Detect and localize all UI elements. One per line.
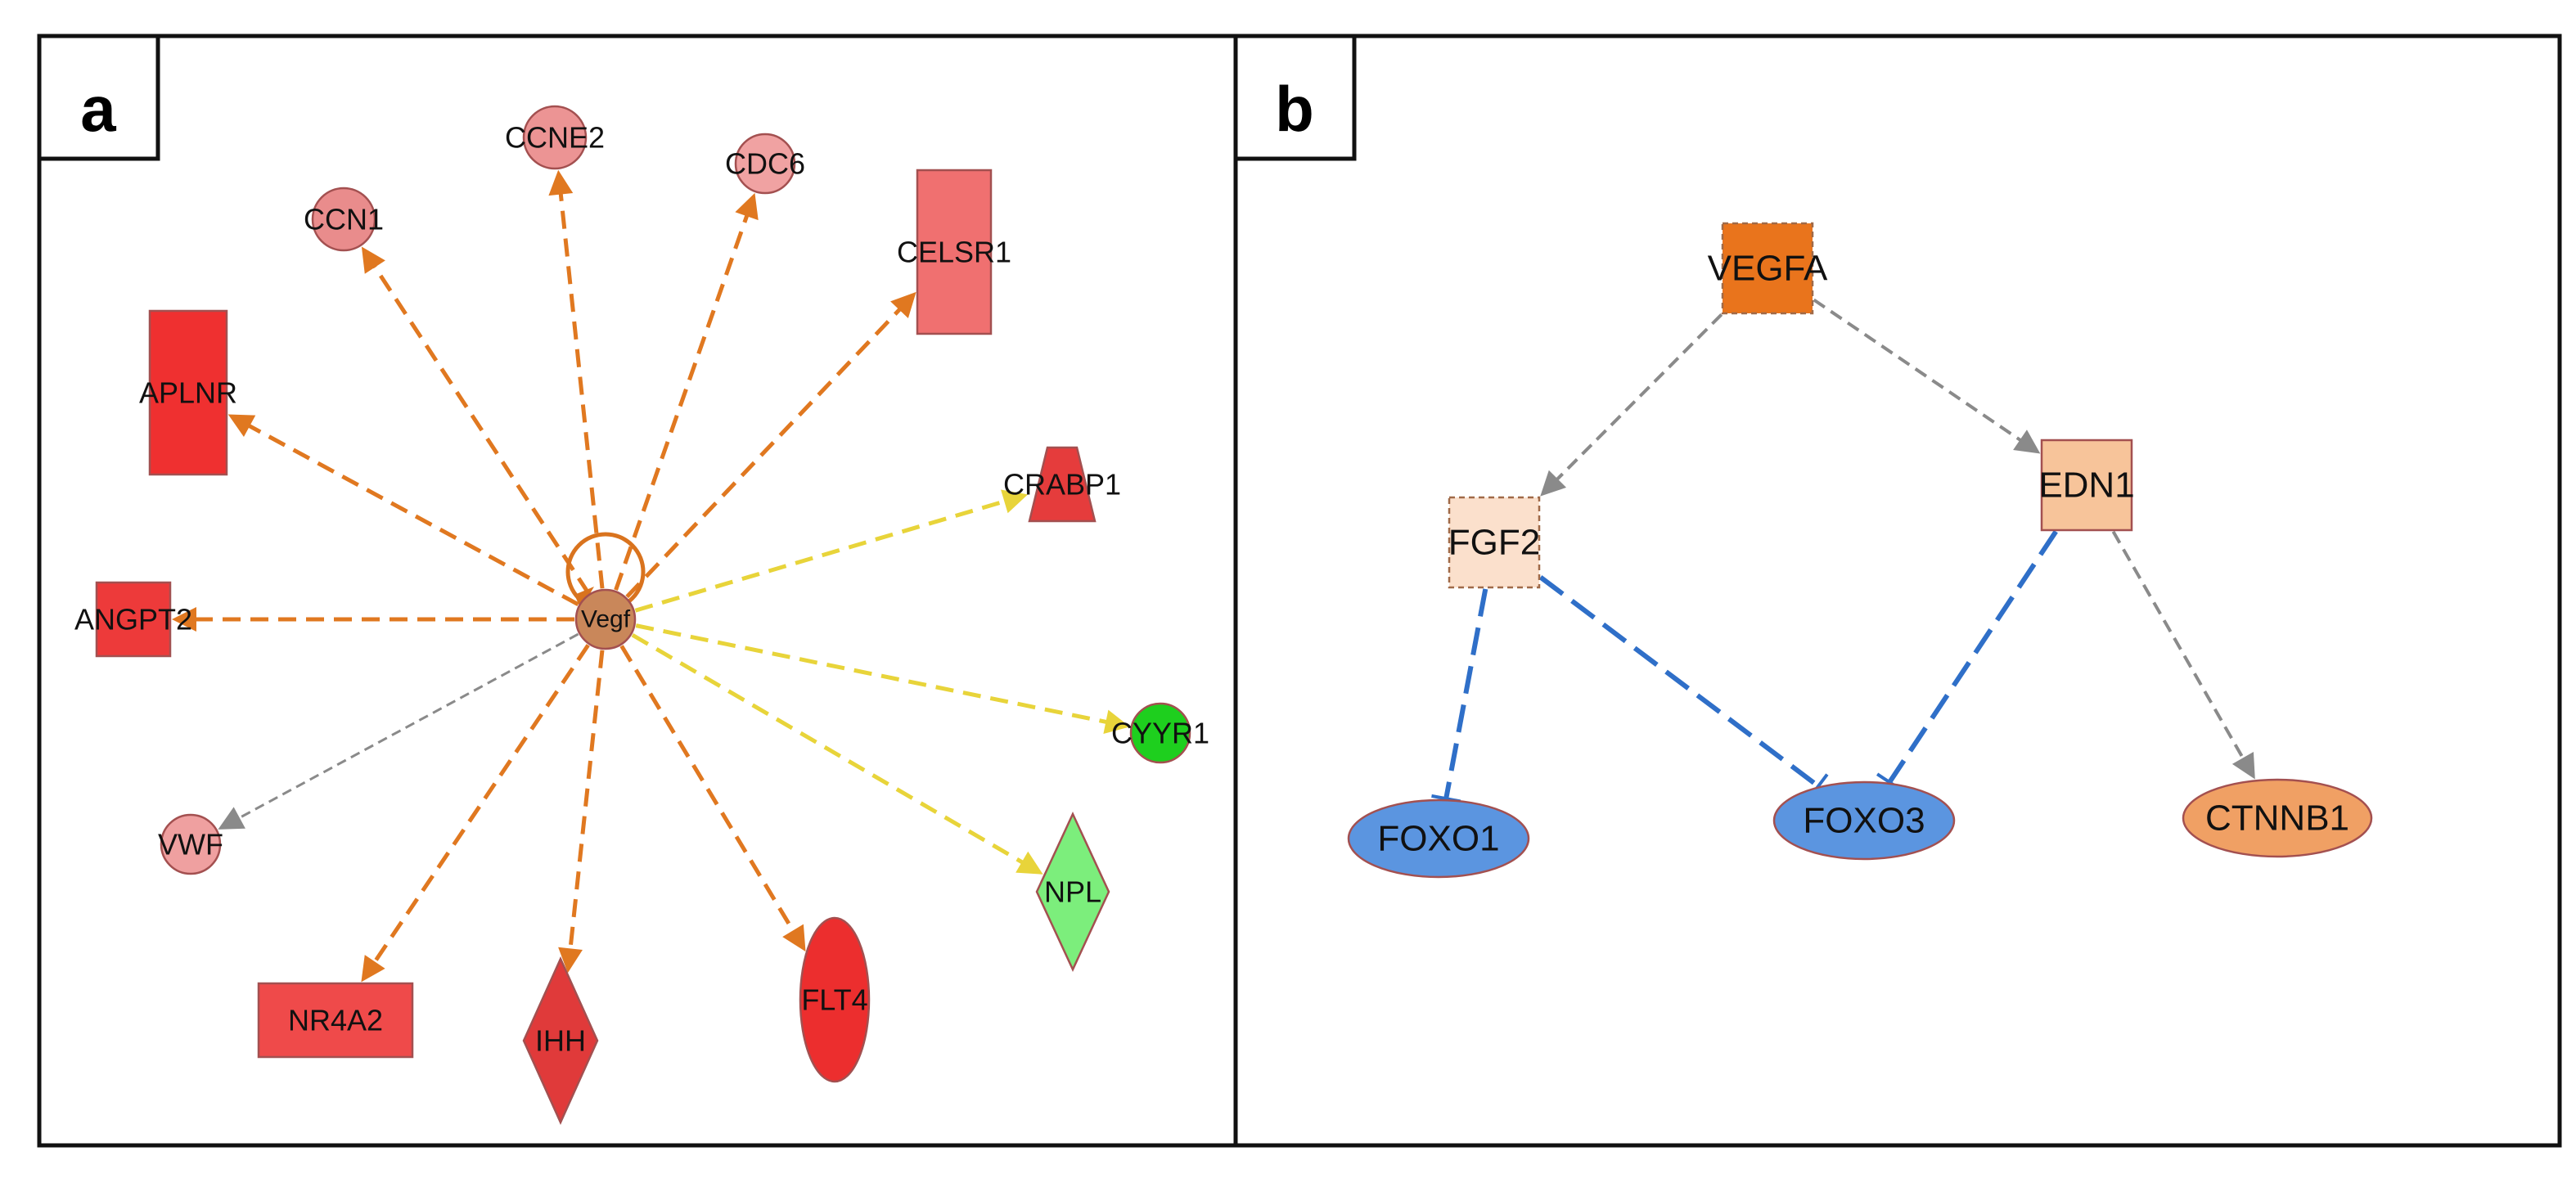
node-label-nr4a2: NR4A2 xyxy=(288,1004,383,1037)
node-vegf xyxy=(574,588,637,650)
node-label-vegf: Vegf xyxy=(581,606,631,633)
node-ccn1 xyxy=(311,187,376,252)
node-ccne2 xyxy=(522,105,588,170)
node-crabp1 xyxy=(1028,446,1097,523)
node-label-fgf2: FGF2 xyxy=(1448,523,1540,563)
node-label-celsr1: CELSR1 xyxy=(897,236,1011,269)
node-foxo3 xyxy=(1772,780,1956,861)
node-label-flt4: FLT4 xyxy=(801,983,867,1017)
edge-vegf-to-angpt2 xyxy=(172,607,574,632)
node-flt4 xyxy=(799,916,871,1083)
node-angpt2 xyxy=(95,581,172,658)
node-label-ihh: IHH xyxy=(535,1024,586,1058)
node-label-crabp1: CRABP1 xyxy=(1003,468,1121,502)
panel-b-tag-box xyxy=(1233,34,1357,161)
node-foxo1 xyxy=(1347,798,1530,879)
node-label-npl: NPL xyxy=(1044,875,1101,909)
node-label-foxo1: FOXO1 xyxy=(1377,819,1499,859)
edge-vegf-to-aplnr xyxy=(227,414,579,607)
node-label-aplnr: APLNR xyxy=(139,376,237,410)
edge-vegfa-to-fgf2 xyxy=(1540,313,1723,497)
edge-vegf-to-nr4a2 xyxy=(361,644,590,983)
node-label-ccn1: CCN1 xyxy=(304,203,384,236)
node-ihh xyxy=(522,956,599,1126)
panel-b-edges xyxy=(1431,298,2255,803)
node-nr4a2 xyxy=(257,982,414,1059)
node-label-vegfa: VEGFA xyxy=(1708,249,1828,289)
node-celsr1 xyxy=(916,169,993,335)
edge-edn1-to-ctnnb1 xyxy=(2111,530,2255,780)
node-label-ccne2: CCNE2 xyxy=(505,121,605,155)
node-label-vwf: VWF xyxy=(158,828,223,861)
edge-vegf-to-ihh xyxy=(558,650,605,974)
edge-vegf-to-cdc6 xyxy=(614,192,759,591)
edge-vegf-to-vwf xyxy=(218,632,579,830)
panel-b-tag: b xyxy=(1275,73,1314,145)
node-cdc6 xyxy=(734,133,796,195)
panel-a-tag: a xyxy=(80,73,116,145)
node-vwf xyxy=(160,813,222,875)
edge-vegf-to-celsr1 xyxy=(625,291,916,599)
edge-vegf-to-flt4 xyxy=(619,645,806,952)
edge-vegf-to-ccn1 xyxy=(361,246,591,595)
edge-vegf-to-ccne2 xyxy=(548,169,605,589)
edge-vegf-to-cyyr1 xyxy=(635,623,1130,735)
node-label-cdc6: CDC6 xyxy=(725,147,805,181)
node-label-ctnnb1: CTNNB1 xyxy=(2205,798,2349,839)
node-edn1 xyxy=(2040,439,2133,532)
edge-fgf2-to-foxo3 xyxy=(1538,575,1829,799)
panel-a-edges xyxy=(172,169,1130,983)
node-fgf2 xyxy=(1448,496,1541,589)
edge-vegf-to-crabp1 xyxy=(634,489,1029,613)
edge-vegfa-to-edn1 xyxy=(1813,298,2041,454)
node-label-foxo3: FOXO3 xyxy=(1803,801,1925,841)
node-npl xyxy=(1035,812,1110,972)
panel-b-frame xyxy=(1233,34,2562,1148)
edge-edn1-to-foxo3 xyxy=(1876,530,2058,792)
edge-vegf-to-npl xyxy=(631,632,1043,875)
node-ctnnb1 xyxy=(2182,778,2373,858)
edge-fgf2-to-foxo1 xyxy=(1431,588,1488,803)
node-cyyr1 xyxy=(1129,702,1191,764)
node-label-edn1: EDN1 xyxy=(2038,466,2134,506)
node-label-angpt2: ANGPT2 xyxy=(74,603,192,636)
node-vegfa xyxy=(1721,222,1814,315)
panel-a-tag-box xyxy=(37,34,160,161)
node-label-cyyr1: CYYR1 xyxy=(1111,717,1209,750)
node-aplnr xyxy=(148,309,228,476)
